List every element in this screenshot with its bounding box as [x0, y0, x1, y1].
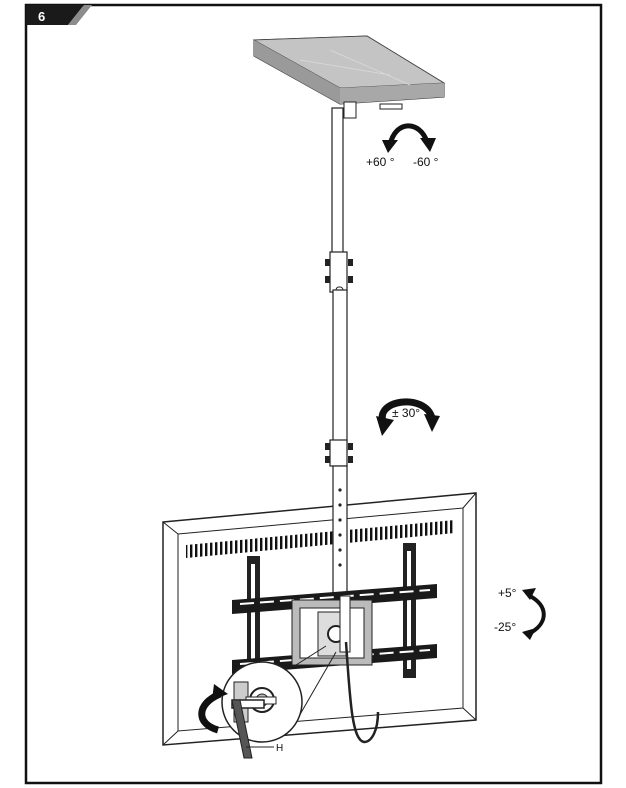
tilt-arrow — [522, 588, 546, 640]
step-tab: 6 — [26, 5, 92, 25]
step-number: 6 — [38, 9, 45, 24]
part-label: H — [276, 743, 283, 754]
turn-arrow — [198, 684, 228, 734]
ceiling-plate — [252, 35, 446, 119]
callout-lines — [295, 645, 337, 719]
cable — [344, 641, 380, 744]
swivel-left-label: +60 ° — [366, 155, 395, 169]
swivel-right-label: -60 ° — [413, 155, 439, 169]
rotation-label: ± 30° — [392, 406, 420, 420]
lower-pole — [332, 465, 348, 597]
upper-pole — [325, 107, 353, 467]
tilt-up-label: +5° — [498, 586, 517, 600]
tilt-down-label: -25° — [494, 620, 516, 634]
mounting-arms — [247, 543, 416, 691]
tilt-bracket — [291, 595, 373, 666]
swivel-arrow — [382, 123, 436, 153]
page-border — [24, 3, 603, 785]
hex-key — [231, 699, 265, 759]
rotation-arrow — [376, 398, 440, 436]
